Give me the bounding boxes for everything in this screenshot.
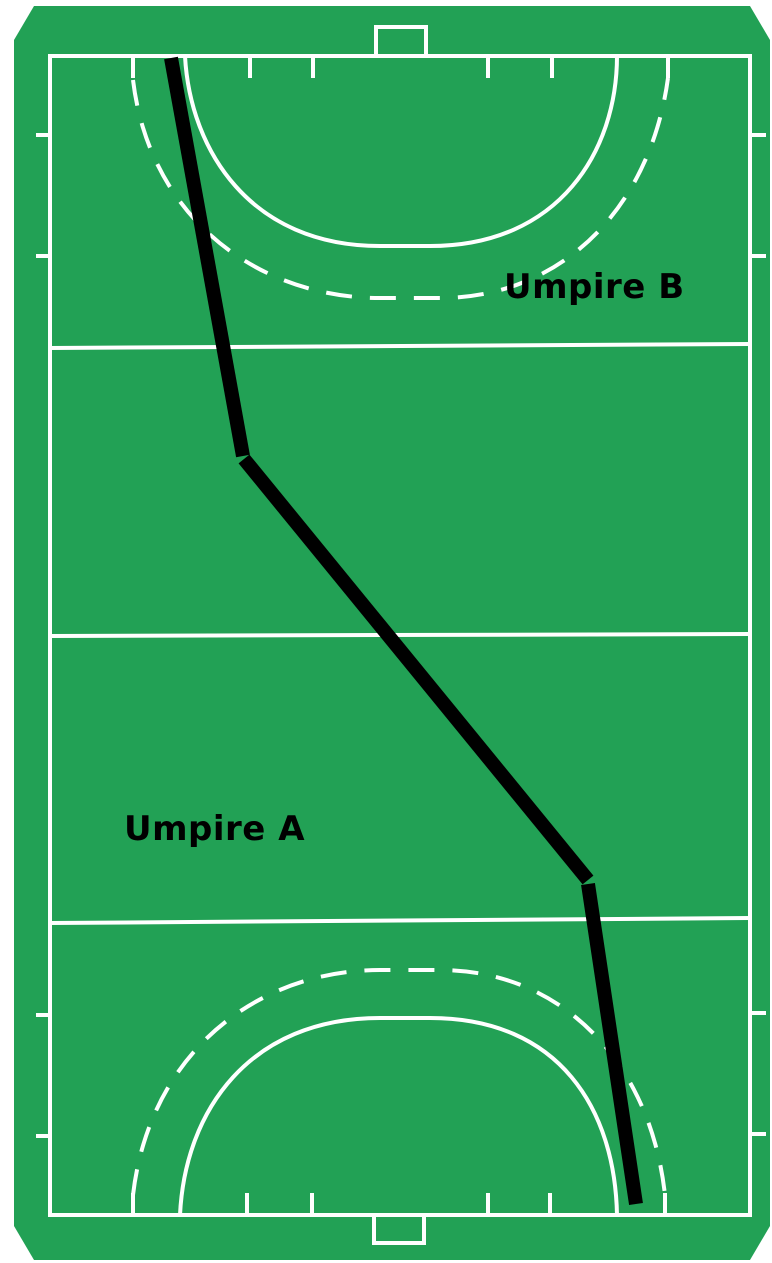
bottom-shooting-circle bbox=[178, 1016, 619, 1216]
top-shooting-circle bbox=[183, 55, 619, 248]
sideline-ticks bbox=[36, 133, 766, 1138]
corner-bottom-right bbox=[750, 1226, 770, 1260]
umpire-a-path-lower bbox=[581, 882, 643, 1206]
corner-top-left bbox=[14, 6, 34, 40]
bottom-dashed-circle bbox=[131, 968, 667, 1196]
centre-line bbox=[49, 632, 751, 638]
top-baseline-ticks bbox=[131, 58, 670, 78]
bottom-goal bbox=[372, 1213, 426, 1245]
top-goal bbox=[374, 25, 428, 58]
corner-bottom-left bbox=[14, 1226, 34, 1260]
umpire-a-label: Umpire A bbox=[124, 809, 305, 849]
bottom-23m-line bbox=[49, 916, 751, 925]
umpire-b-label: Umpire B bbox=[504, 267, 685, 307]
bottom-baseline-ticks bbox=[131, 1193, 667, 1213]
corner-top-right bbox=[750, 6, 770, 40]
diagonal-path bbox=[238, 454, 594, 885]
top-23m-line bbox=[49, 342, 751, 350]
umpire-b-path-upper bbox=[164, 56, 250, 458]
